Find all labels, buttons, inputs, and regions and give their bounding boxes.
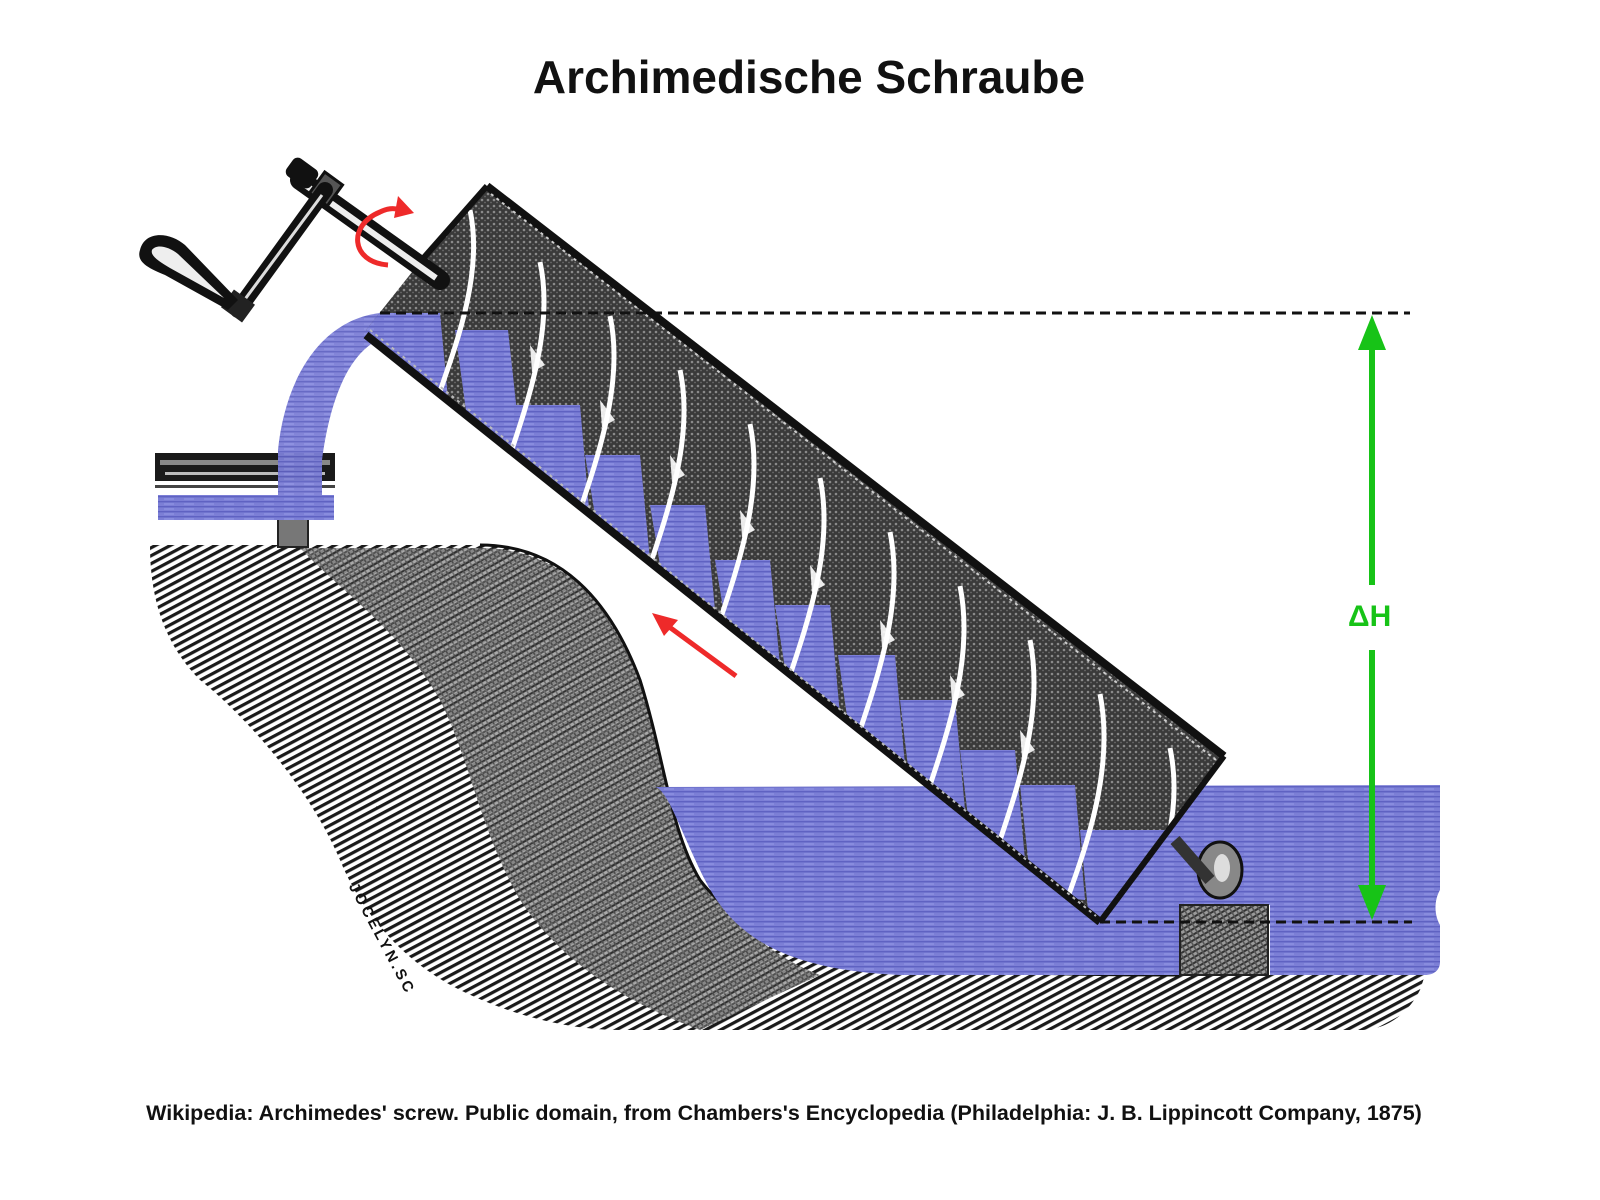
hand-crank (139, 157, 450, 323)
flow-arrow (652, 613, 738, 679)
height-arrow (1358, 315, 1386, 920)
rotation-arrow (355, 196, 414, 268)
source-caption: Wikipedia: Archimedes' screw. Public dom… (146, 1101, 1422, 1125)
height-difference-label: ΔH (1348, 600, 1392, 633)
page-title: Archimedische Schraube (532, 51, 1086, 103)
outflow-stream (278, 313, 380, 520)
bearing-block (1170, 836, 1269, 976)
